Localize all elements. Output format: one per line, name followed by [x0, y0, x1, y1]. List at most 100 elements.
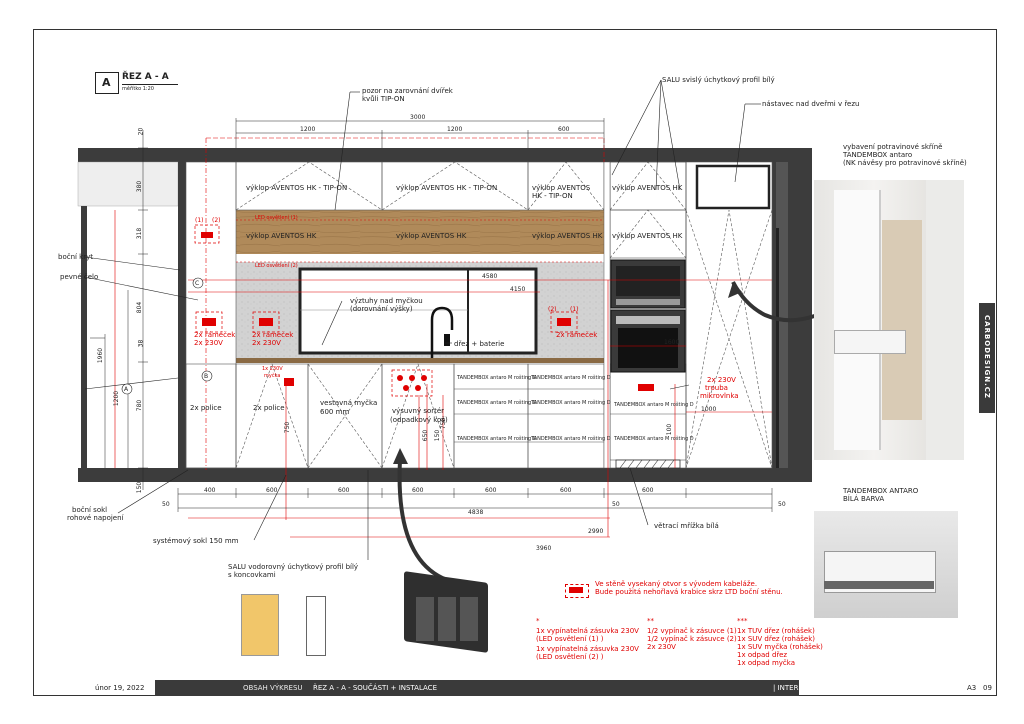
dim-side-20: 20	[137, 127, 145, 136]
dim-1000: 1000	[701, 406, 717, 413]
dim-b-600-1: 600	[266, 487, 278, 494]
legend-c3-2: 1x SUV myčka (rohášek)	[737, 643, 823, 651]
tb-2: TANDEMBOX antaro M rošting D	[457, 400, 537, 406]
left-column	[178, 162, 186, 468]
marker-1a: (1)	[195, 217, 204, 224]
upper-label-8: výklop AVENTOS HK	[612, 232, 683, 240]
dim-1600: 1600	[664, 339, 680, 346]
legend-c1-3: (LED osvětlení (2) )	[536, 653, 604, 661]
note-mikro-3: mikrovlnka	[700, 392, 739, 400]
note-mikro-2: trouba	[705, 384, 728, 392]
tb-4: TANDEMBOX antaro M rošting D	[531, 375, 611, 381]
x230-1: 1x 230V	[262, 366, 283, 372]
led-1-label: LED osvětlení (1)	[255, 215, 298, 221]
tb-3: TANDEMBOX antaro M rošting D	[457, 436, 537, 442]
tb-1: TANDEMBOX antaro M rošting D	[457, 375, 537, 381]
footer-format: A3	[967, 684, 977, 692]
marker-b: B	[204, 373, 209, 380]
upper-label-1: výklop AVENTOS HK - TIP-ON	[246, 184, 348, 192]
legend-c2-2: 2x 230V	[647, 643, 676, 651]
section-scale: měřítko 1:20	[122, 86, 154, 92]
section-letter: A	[102, 76, 111, 89]
dim-side-380: 380	[136, 180, 144, 193]
marker-a: A	[124, 386, 129, 393]
upper-label-6: výklop AVENTOS HK	[396, 232, 467, 240]
note-vetraci: větrací mřížka bílá	[654, 522, 719, 530]
zasuvka-2a: 2x rámeček	[252, 331, 294, 339]
zasuvka-1a: 2x rámeček	[194, 331, 236, 339]
wood-cabinets	[236, 210, 604, 254]
note-systemovy-sokl: systémový sokl 150 mm	[153, 537, 239, 545]
dim-650: 650	[422, 429, 430, 442]
dim-3960: 3960	[536, 545, 552, 552]
window	[298, 267, 538, 355]
note-vyztuhy-1: výztuhy nad myčkou	[350, 297, 423, 305]
footer-obsah: OBSAH VÝKRESU	[243, 684, 303, 692]
legend-c1-1: (LED osvětlení (1) )	[536, 635, 604, 643]
note-mikro-1: 2x 230V	[707, 376, 736, 384]
dim-50-c: 50	[778, 501, 786, 508]
led-2-label: LED osvětlení (2)	[255, 263, 298, 269]
ceiling-slab	[78, 148, 812, 162]
legend-star-1: *	[536, 617, 540, 625]
dim-side-1960: 1960	[97, 347, 105, 364]
top-box	[695, 164, 771, 210]
police-1: 2x police	[190, 404, 222, 412]
legend-c3-3: 1x odpad dřez	[737, 651, 788, 659]
legend-star-3: ***	[737, 617, 748, 625]
legend-c2-1: 1/2 vypínač k zásuvce (2)	[647, 635, 737, 643]
dim-750-b: 750	[440, 417, 448, 430]
note-salu-top: SALU svislý úchytkový profil bílý	[662, 76, 775, 84]
floor-slab	[78, 468, 812, 482]
mycka-1: vestavná myčka	[320, 399, 378, 407]
brand-text: CARBODESIGN.CZ	[983, 315, 991, 399]
upper-label-2: výklop AVENTOS HK - TIP-ON	[396, 184, 498, 192]
wall-opening-symbol	[565, 584, 589, 598]
note-bocni-sokl-1: boční sokl	[72, 506, 108, 514]
zasuvka-3a: 2x rámeček	[556, 331, 598, 339]
note-vyztuhy-2: (dorovnání výšky)	[350, 305, 413, 313]
tandembox-title-2: BÍLÁ BARVA	[843, 495, 885, 503]
upper-label-5: výklop AVENTOS HK	[246, 232, 317, 240]
note-pozor-1: pozor na zarovnání dvířek	[362, 87, 453, 95]
title-underline	[122, 84, 178, 85]
legend-star-2: **	[647, 617, 654, 625]
note-vybaveni-3: (NK návěsy pro potravinové skříně)	[843, 159, 967, 167]
dim-150-red: 150	[434, 429, 442, 442]
legend-c3-0: 1x TUV dřez (rohášek)	[737, 627, 815, 635]
note-salu-bottom-2: s koncovkami	[228, 571, 276, 579]
legend-c3-1: 1x SUV dřez (rohášek)	[737, 635, 815, 643]
arrow-to-sorter	[397, 459, 448, 582]
dim-side-1200: 1200	[113, 390, 121, 407]
upper-label-4: výklop AVENTOS HK	[612, 184, 683, 192]
section-title: ŘEZ A - A	[122, 72, 169, 82]
section-letter-box	[95, 72, 119, 94]
footer: únor 19, 2022 OBSAH VÝKRESU ŘEZ A - A - …	[33, 680, 997, 696]
brand-tab: CARBODESIGN.CZ	[979, 303, 995, 413]
dim-1200-b: 1200	[447, 126, 463, 133]
wall-opening-fill	[569, 587, 583, 593]
left-wall	[77, 161, 179, 207]
footer-date: únor 19, 2022	[95, 684, 145, 692]
dim-750-a: 750	[284, 421, 292, 434]
tb-5: TANDEMBOX antaro M rošting D	[531, 400, 611, 406]
dim-side-150: 150	[136, 481, 144, 494]
mycka-2: 600 mm	[320, 408, 350, 416]
tall-handle	[776, 228, 779, 468]
dim-b-600-5: 600	[560, 487, 572, 494]
dim-side-318: 318	[136, 227, 144, 240]
footer-bar: OBSAH VÝKRESU ŘEZ A - A - SOUČÁSTI + INS…	[155, 680, 858, 696]
police-2: 2x police	[253, 404, 285, 412]
worktop	[236, 358, 604, 363]
dim-b-600-4: 600	[485, 487, 497, 494]
tb-7: TANDEMBOX antaro M rošting D	[614, 402, 694, 408]
note-pevne-celo: pevné čelo	[60, 273, 99, 281]
marker-2a: (2)	[212, 217, 221, 224]
dim-side-804: 804	[136, 301, 144, 314]
dim-b-600-2: 600	[338, 487, 350, 494]
dim-50-a: 50	[162, 501, 170, 508]
dim-4580: 4580	[482, 273, 498, 280]
upper-label-7: výklop AVENTOS HK	[532, 232, 603, 240]
zasuvka-1b: 2x 230V	[194, 339, 223, 347]
note-drez: dřez + baterie	[454, 340, 505, 348]
